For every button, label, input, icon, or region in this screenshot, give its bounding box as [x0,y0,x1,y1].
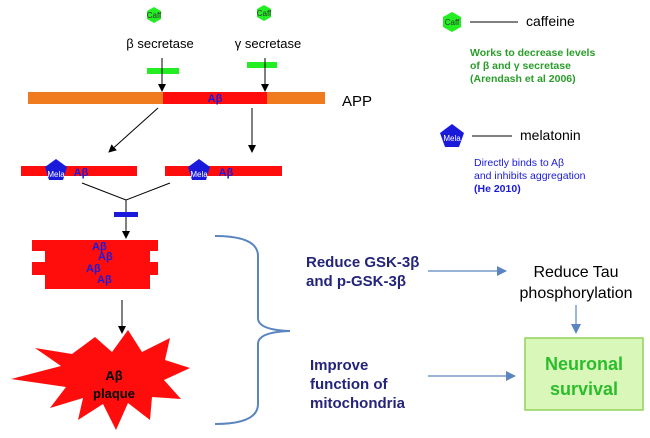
beta-secretase-inhibitor [147,68,179,74]
melatonin-icon-label: Mela [190,170,208,179]
abeta-aggregate: Aβ Aβ Aβ Aβ [32,240,158,289]
aggregate-label-4: Aβ [97,274,112,286]
caffeine-icon-label: Caff [257,9,272,18]
abeta-plaque: Aβ plaque [11,330,190,430]
effect-brace [214,235,291,425]
abeta-monomer-left: Mela Aβ [21,159,137,180]
legend-caffeine: Caff caffeine Works to decrease levels o… [443,12,595,85]
pentagon-icon [188,159,210,180]
legend-caffeine-note-1: Works to decrease levels [470,47,595,59]
abeta-segment [163,92,267,104]
legend-caffeine-name: caffeine [526,13,575,29]
caffeine-icon-label: Caff [147,11,162,20]
mito-effect-line1: Improve [310,357,368,374]
abeta-monomer-label: Aβ [219,167,234,179]
legend-melatonin-name: melatonin [520,127,581,143]
legend-caffeine-note-3: (Arendash et al 2006) [470,73,576,85]
neuronal-survival-box: Neuronal survival [524,337,644,411]
mito-effect-line2: function of [310,376,388,393]
plaque-label-line2: plaque [93,386,135,401]
tau-effect-line1: Reduce Tau [533,264,618,281]
legend-caffeine-note-2: of β and γ secretase [470,60,571,72]
hexagon-icon [443,12,461,32]
survival-line1: Neuronal [545,354,623,374]
gsk-effect-line1: Reduce GSK-3β [306,254,419,271]
abeta-segment-label: Aβ [208,93,223,105]
legend-melatonin-note-2: and inhibits aggregation [474,170,586,182]
plaque-label-line1: Aβ [105,368,122,383]
app-label: APP [342,93,372,110]
legend-melatonin-note-1: Directly binds to Aβ [474,157,564,169]
melatonin-inhibitor [114,212,138,217]
cleave-arrow-left [108,107,159,153]
mito-effect-line3: mitochondria [310,395,406,412]
beta-secretase-label: β secretase [126,36,193,51]
abeta-monomer-label: Aβ [74,167,89,179]
caffeine-icon-gamma: Caff [257,5,272,21]
caffeine-icon-label: Caff [445,18,460,27]
legend-melatonin-note-3: (He 2010) [474,183,521,195]
gsk-effect-line2: and p-GSK-3β [306,273,406,290]
abeta-monomer-right: Mela Aβ [165,159,282,180]
legend-melatonin: Mela melatonin Directly binds to Aβ and … [440,124,586,195]
aggregate-label-2: Aβ [98,251,113,263]
aggregate-label-1: Aβ [92,241,107,253]
pentagon-icon [440,124,464,147]
hexagon-icon [257,5,271,21]
merge-connector [81,182,171,201]
hexagon-icon [147,7,161,23]
melatonin-icon-label: Mela [47,170,65,179]
pentagon-icon [45,159,67,180]
gamma-secretase-inhibitor [247,62,277,68]
tau-effect-line2: phosphorylation [520,285,633,302]
caffeine-icon-beta: Caff [147,7,162,23]
survival-line2: survival [550,379,618,399]
melatonin-icon-label: Mela [443,134,461,143]
app-bar: Aβ [28,92,325,105]
aggregate-label-3: Aβ [86,263,101,275]
gamma-secretase-label: γ secretase [235,36,301,51]
